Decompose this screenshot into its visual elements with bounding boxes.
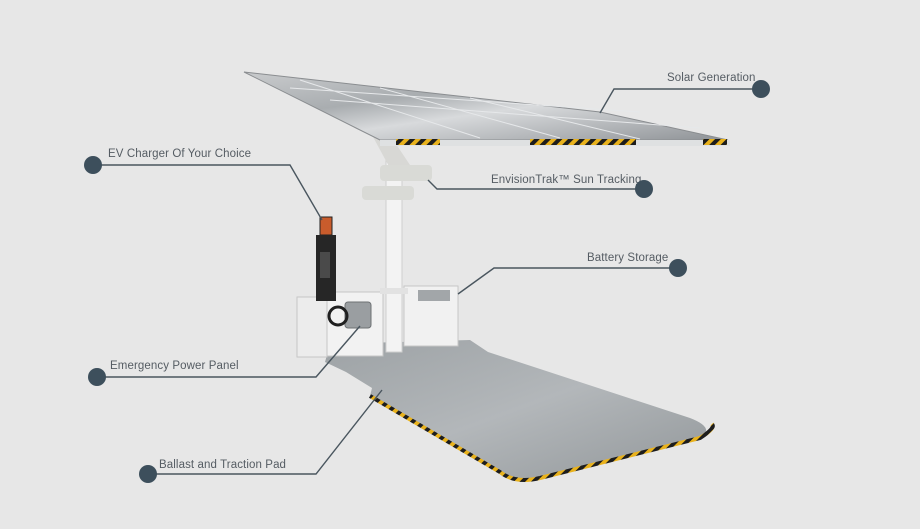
callout-line-ev [93,164,323,221]
callout-line-solar [599,88,761,114]
callout-label-sun-tracking: EnvisionTrak™ Sun Tracking [491,174,642,186]
callout-dot-battery-storage [669,259,687,277]
callout-dot-solar-generation [752,80,770,98]
callout-dot-emergency-power-panel [88,368,106,386]
solar-panel-array [243,71,730,146]
callout-line-emergency [97,325,361,378]
callout-label-emergency-power-panel: Emergency Power Panel [110,360,239,372]
callout-line-tracking [427,179,644,190]
callout-label-battery-storage: Battery Storage [587,252,669,264]
callout-dot-ev-charger [84,156,102,174]
callout-dot-ballast-traction-pad [139,465,157,483]
callout-line-ballast [148,389,383,475]
callout-line-battery [457,267,678,295]
callout-label-ballast-traction-pad: Ballast and Traction Pad [159,459,287,471]
callout-label-ev-charger: EV Charger Of Your Choice [108,148,252,160]
traction-pad [325,340,715,482]
callout-label-solar-generation: Solar Generation [667,72,756,84]
ev-charger [316,216,336,301]
callout-dot-sun-tracking [635,180,653,198]
battery-cabinets [296,285,459,358]
callout-lines [93,88,761,475]
